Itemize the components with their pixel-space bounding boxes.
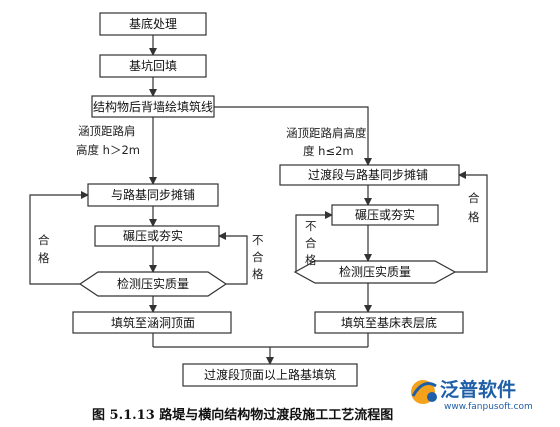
svg-text:基底处理: 基底处理 [129, 16, 177, 31]
left-fail-label-3: 格 [252, 267, 264, 281]
right-fail-label-3: 格 [305, 253, 317, 267]
node-pit-backfill: 基坑回填 [99, 54, 207, 78]
left-fail-label-1: 不 [252, 233, 264, 247]
watermark-url: www.fanpusoft.com [444, 402, 533, 412]
edge-left-pass-loop [29, 191, 89, 285]
node-left-check: 检测压实质量 [78, 271, 228, 297]
node-base-treatment: 基底处理 [99, 12, 207, 36]
left-condition-line1: 涵顶距路肩 [78, 124, 136, 138]
fanpu-logo-icon [411, 380, 437, 404]
node-left-spread: 与路基同步摊铺 [87, 183, 219, 207]
node-final-fill: 过渡段顶面以上路基填筑 [182, 363, 358, 387]
right-pass-label-2: 格 [468, 210, 480, 224]
svg-text:与路基同步摊铺: 与路基同步摊铺 [111, 187, 195, 202]
node-right-compact: 碾压或夯实 [331, 204, 439, 226]
left-pass-label-1: 合 [38, 233, 50, 247]
svg-text:过渡段与路基同步摊铺: 过渡段与路基同步摊铺 [308, 167, 428, 182]
svg-text:结构物后背墙绘填筑线: 结构物后背墙绘填筑线 [93, 99, 213, 114]
node-left-fill-top: 填筑至涵洞顶面 [72, 311, 232, 334]
left-condition-line2: 高度 h＞2m [76, 143, 140, 157]
watermark-name: 泛普软件 [440, 378, 516, 401]
node-right-check: 检测压实质量 [293, 260, 457, 284]
left-pass-label-2: 格 [38, 251, 50, 265]
svg-text:检测压实质量: 检测压实质量 [339, 264, 411, 279]
right-fail-label-1: 不 [305, 219, 317, 233]
right-condition-line2: 度 h≤2m [303, 144, 354, 158]
node-wall-line: 结构物后背墙绘填筑线 [91, 95, 215, 118]
edge-wall-to-right-spread [214, 106, 372, 166]
svg-text:填筑至基床表层底: 填筑至基床表层底 [341, 315, 437, 330]
figure-caption: 图 5.1.13 路堤与横向结构物过渡段施工工艺流程图 [92, 407, 393, 423]
right-condition-line1: 涵顶距路肩高度 [286, 126, 367, 140]
edges [29, 35, 488, 365]
svg-text:填筑至涵洞顶面: 填筑至涵洞顶面 [111, 315, 195, 330]
left-fail-label-2: 合 [252, 250, 264, 264]
svg-text:基坑回填: 基坑回填 [129, 58, 177, 73]
svg-text:碾压或夯实: 碾压或夯实 [123, 228, 183, 243]
node-right-fill-top: 填筑至基床表层底 [314, 311, 464, 334]
svg-text:检测压实质量: 检测压实质量 [117, 276, 189, 291]
edge-left-fail-loop [218, 232, 248, 285]
right-fail-label-2: 合 [305, 236, 317, 250]
node-right-spread: 过渡段与路基同步摊铺 [279, 164, 460, 186]
edge-right-pass-loop [455, 171, 488, 273]
svg-text:过渡段顶面以上路基填筑: 过渡段顶面以上路基填筑 [204, 367, 336, 382]
node-left-compact: 碾压或夯实 [94, 225, 220, 247]
watermark-logo: 泛普软件 www.fanpusoft.com [411, 378, 533, 412]
right-pass-label-1: 合 [468, 191, 480, 205]
svg-text:碾压或夯实: 碾压或夯实 [355, 207, 415, 222]
